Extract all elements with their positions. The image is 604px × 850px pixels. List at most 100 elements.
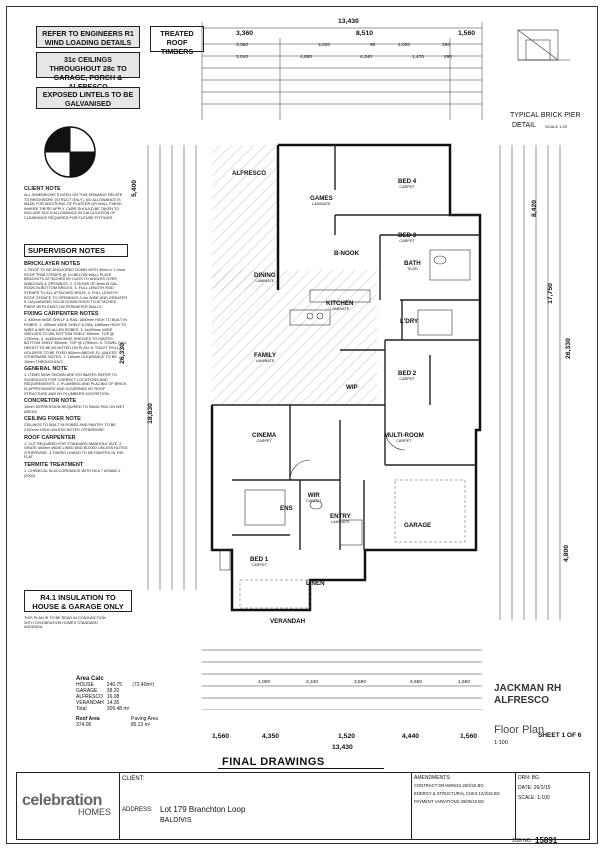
room-ldry: L'DRY xyxy=(400,318,419,325)
top-dim-r2-4: 4,000 xyxy=(398,43,411,48)
paving-area-label: Paving Area xyxy=(131,716,159,722)
title-divider-1 xyxy=(119,773,120,839)
amendment-1: CONTRACT DRAWINGS 26/2/15 BG xyxy=(414,783,484,788)
top-dim-r2-5: 250 xyxy=(442,43,451,48)
right-dim-3: 26,330 xyxy=(564,338,572,359)
roof-text: 1. CUT REQUIRED FOR STANDARD MANHOLE SIZ… xyxy=(24,441,128,460)
roof-title: ROOF CARPENTER xyxy=(24,434,76,441)
bricklayer-title: BRICKLAYER NOTES xyxy=(24,261,81,267)
top-dim-r3-1: 3,010 xyxy=(236,55,249,60)
top-dim-r2-2: 3,020 xyxy=(318,43,331,48)
client-note-title: CLIENT NOTE xyxy=(24,186,61,192)
room-garage: GARAGE xyxy=(404,522,432,529)
top-dim-r3-3: 4,340 xyxy=(360,55,373,60)
brick-pier-subtitle: DETAIL xyxy=(512,122,536,129)
bottom-dim-r2-2: 2,340 xyxy=(306,680,319,685)
roof-area-label: Roof Area xyxy=(76,716,100,722)
area-calc-title: Area Calc xyxy=(76,676,104,682)
right-dim-2: 17,750 xyxy=(546,283,554,304)
design-name: JACKMAN RH ALFRESCO xyxy=(494,683,561,707)
brand-name: celebration xyxy=(22,792,102,809)
drawing-scale: 1:100 xyxy=(494,740,508,746)
sheet-number: SHEET 1 OF 6 xyxy=(538,732,582,739)
job-number: 15891 xyxy=(535,836,558,845)
title-divider-2 xyxy=(411,773,412,839)
amendments-label: AMENDMENTS: xyxy=(414,775,451,781)
drawing-title: Floor Plan xyxy=(494,724,545,736)
top-dim-r3-4: 1,470 xyxy=(412,55,425,60)
client-note-text: ALL DIMENSIONS STATED ON THIS DRAWING RE… xyxy=(24,193,123,220)
left-dim-2: 18,830 xyxy=(146,403,154,424)
top-dim-1: 3,360 xyxy=(236,30,254,37)
supervisor-notes: BRICKLAYER NOTES 1. ROOF TO BE ANCHORED … xyxy=(24,259,128,478)
general-text: 1. ITEMS NOW SHOWN ARE ESTIMATES REFER T… xyxy=(24,373,127,396)
amendment-2: ENERGY & STRUCTURAL CHKS 12/3/15 BG xyxy=(414,791,500,796)
lintels-note: EXPOSED LINTELS TO BE GALVANISED xyxy=(36,87,140,109)
amendment-3: PAYMENT VARIATIONS 26/05/15 BG xyxy=(414,799,485,804)
top-dim-r3-5: 290 xyxy=(444,55,453,60)
general-title: GENERAL NOTE xyxy=(24,366,68,373)
top-dim-r2-1: 3,360 xyxy=(236,43,249,48)
insulation-note: R4.1 INSULATION TO HOUSE & GARAGE ONLY xyxy=(24,590,132,612)
north-point-icon xyxy=(44,126,96,178)
bricklayer-text: 1. ROOF TO BE ANCHORED DOWN WITH 30mm x … xyxy=(24,268,129,309)
bottom-dim-r2-4: 4,650 xyxy=(410,680,423,685)
termite-text: 1. CHEMICAL IN ACCORDANCE WITH BCA 7 AS3… xyxy=(24,469,121,478)
paving-area-value: 95.13 m² xyxy=(130,722,151,728)
ceiling-title: CEILING FIXER NOTE xyxy=(24,416,81,423)
bottom-dim-5: 1,560 xyxy=(460,733,478,740)
room-nook: B-NOOK xyxy=(334,250,360,257)
plan-conjunction-note: THIS PLAN IS TO BE READ IN CONJUNCTION W… xyxy=(24,616,106,630)
bottom-dim-r2-3: 3,590 xyxy=(354,680,367,685)
top-dim-r3-2: 4,850 xyxy=(300,55,313,60)
top-dim-2: 8,510 xyxy=(356,30,374,37)
drawing-date: DATE: 26/2/15 xyxy=(518,785,551,791)
top-dim-3: 1,560 xyxy=(458,30,476,37)
room-alfresco: ALFRESCO xyxy=(232,170,267,177)
left-dim-3: 26,330 xyxy=(118,343,126,364)
fixing-text: 1. 450mm WIDE SHELF & RAIL 1850mm HIGH T… xyxy=(24,318,127,364)
final-underline xyxy=(218,768,384,769)
client-label: CLIENT: xyxy=(122,776,145,782)
address-label: ADDRESS: xyxy=(122,807,153,813)
bottom-dim-2: 4,350 xyxy=(262,733,280,740)
right-dim-4: 4,800 xyxy=(563,544,571,563)
floor-plan xyxy=(147,22,570,710)
bottom-dim-1: 1,560 xyxy=(212,733,230,740)
room-ens: ENS xyxy=(280,505,293,512)
ceiling-text: CEILINGS TO BUILT IN ROBES AND PANTRY TO… xyxy=(24,423,116,433)
bottom-dim-4: 4,440 xyxy=(402,733,420,740)
roof-area-value: 374.06 xyxy=(76,722,92,728)
room-linen: LINEN xyxy=(306,580,325,587)
supervisor-notes-title: SUPERVISOR NOTES xyxy=(24,244,128,257)
concrete-text: 15mm DEPRESSION REQUIRED TO SANG PAD ON … xyxy=(24,405,125,414)
brand-sub: HOMES xyxy=(78,807,112,817)
drawing-sheet xyxy=(6,6,598,844)
job-label: JOB NO: xyxy=(512,838,533,844)
termite-title: TERMITE TREATMENT xyxy=(24,462,84,468)
overall-bottom-width: 13,430 xyxy=(332,744,353,751)
concrete-title: CONCRETOR NOTE xyxy=(24,398,77,405)
room-wip: WIP xyxy=(346,384,358,391)
address-line1: Lot 179 Branchton Loop xyxy=(160,805,246,814)
title-block xyxy=(16,772,590,840)
room-verandah: VERANDAH xyxy=(270,618,306,625)
right-dim-1: 8,420 xyxy=(531,199,539,218)
brick-pier-scale: SCALE 1:20 xyxy=(545,124,568,129)
brick-pier-title: TYPICAL BRICK PIER xyxy=(510,112,581,119)
